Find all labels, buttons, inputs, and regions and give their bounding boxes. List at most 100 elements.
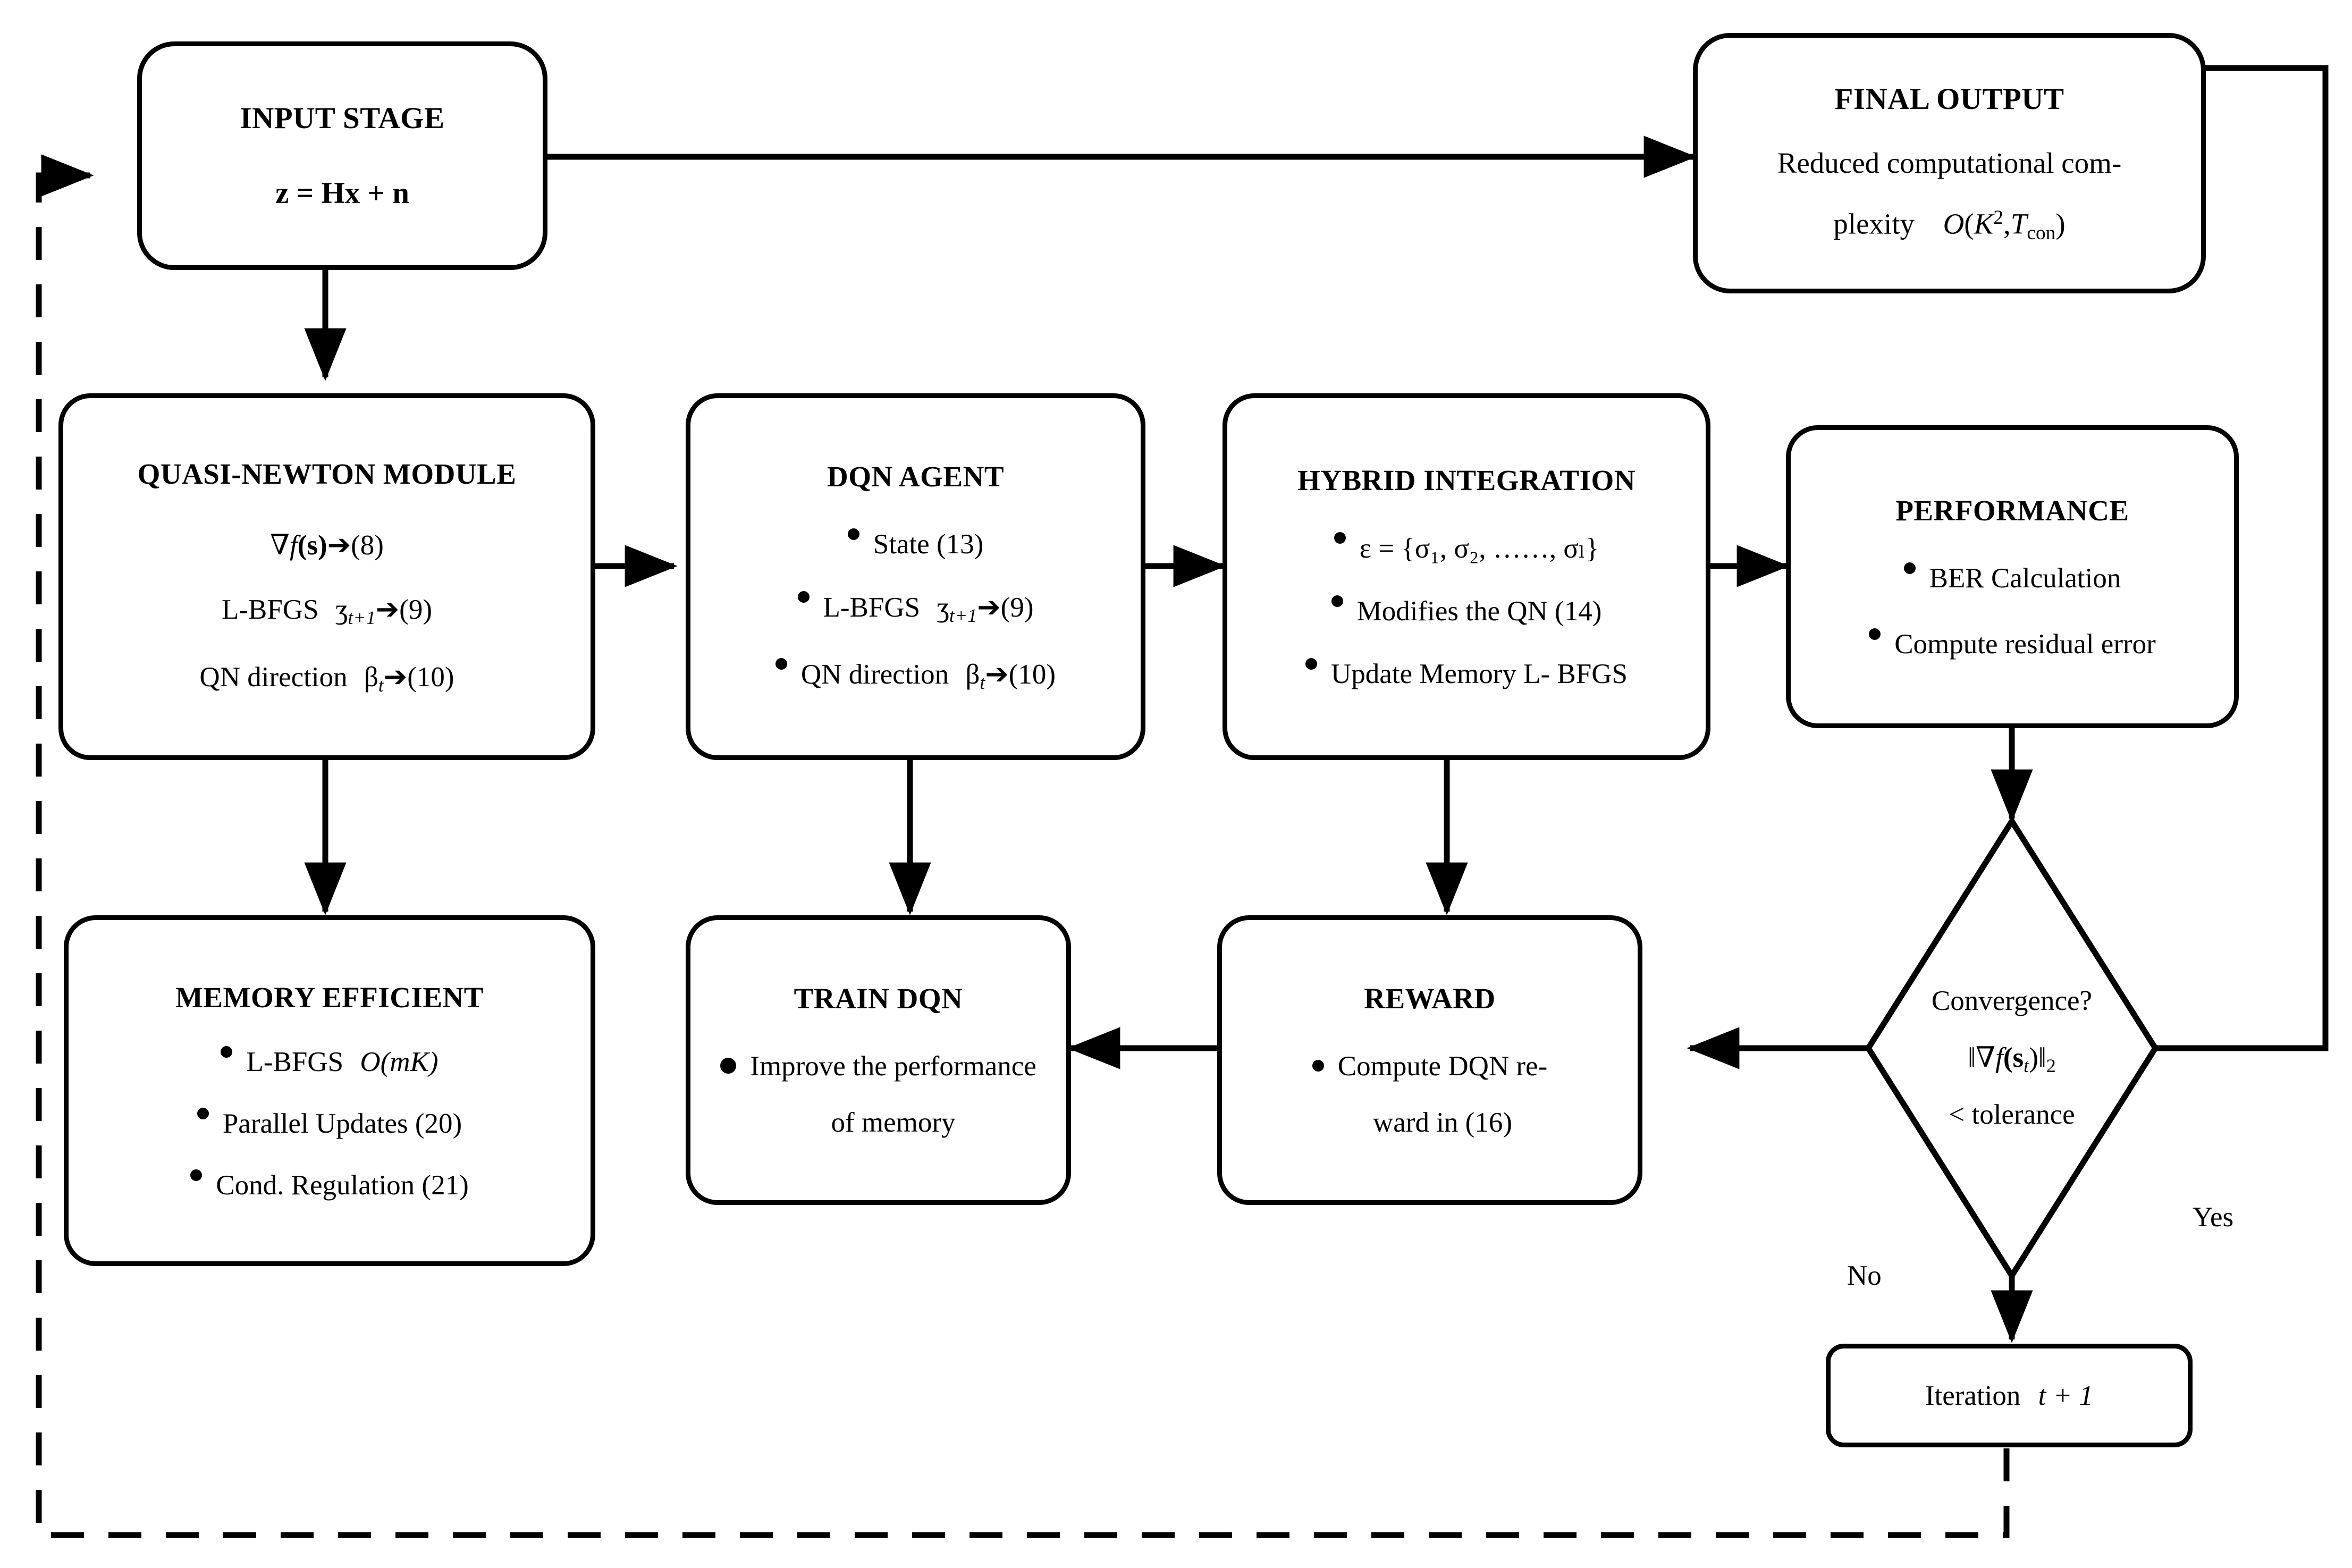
- edge-label-yes: Yes: [2193, 1202, 2234, 1233]
- bullet-icon: [1903, 562, 1916, 574]
- final-output-text-line1: Reduced computational com-: [1777, 146, 2122, 179]
- bullet-icon: [720, 1058, 737, 1074]
- t-subscript: con: [2027, 222, 2056, 245]
- k-exponent: 2: [1993, 206, 2004, 229]
- hybrid-integration-title: HYBRID INTEGRATION: [1297, 464, 1636, 496]
- parallel-updates-label: Parallel Updates (20): [222, 1108, 462, 1139]
- beta-symbol: β: [364, 662, 378, 693]
- node-dqn-agent[interactable]: DQN AGENT State (13) L-BFGS ʒt+1➔(9) QN …: [686, 393, 1145, 760]
- node-memory-efficient[interactable]: MEMORY EFFICIENT L-BFGS O(mK) Parallel U…: [64, 915, 595, 1266]
- beta-subscript: t: [378, 675, 384, 696]
- state-arg: (s: [2003, 1042, 2024, 1074]
- input-stage-title: INPUT STAGE: [240, 102, 445, 135]
- bullet-icon: [1869, 628, 1881, 640]
- beta-subscript: t: [980, 671, 985, 693]
- node-performance[interactable]: PERFORMANCE BER Calculation Compute resi…: [1786, 425, 2239, 728]
- convergence-decision-text: Convergence? ‖∇f(st)‖2 < tolerance: [1855, 946, 2169, 1169]
- ezh-symbol: ʒ: [335, 594, 348, 625]
- qn-direction-label: QN direction: [199, 662, 348, 693]
- bullet-icon: [197, 1107, 209, 1119]
- f-symbol: f: [290, 529, 298, 561]
- bullet-icon: [775, 657, 787, 670]
- thick-arrow-icon: ➔: [375, 594, 400, 625]
- quasi-newton-item-gradient: ∇f(s)➔(8): [270, 529, 384, 561]
- eq-ref: (9): [1000, 592, 1034, 623]
- node-final-output[interactable]: FINAL OUTPUT Reduced computational com- …: [1693, 33, 2206, 293]
- convergence-norm-expression: ‖∇f(st)‖2: [1968, 1041, 2056, 1077]
- beta-symbol: β: [965, 659, 980, 690]
- convergence-question: Convergence?: [1931, 985, 2093, 1017]
- train-dqn-item: Improve the performance of memory: [720, 1050, 1036, 1139]
- eq-ref: (9): [399, 594, 432, 625]
- sigma-set-expression: ɛ = {σ₁, σ₂, ……, σₗ}: [1359, 533, 1599, 564]
- norm-bar-close: ‖: [2038, 1042, 2046, 1074]
- node-reward[interactable]: REWARD Compute DQN re- ward in (16): [1217, 915, 1642, 1205]
- residual-error-label: Compute residual error: [1894, 628, 2156, 660]
- memory-item-parallel: Parallel Updates (20): [197, 1107, 462, 1140]
- performance-title: PERFORMANCE: [1895, 494, 2129, 527]
- ber-calculation-label: BER Calculation: [1929, 562, 2121, 594]
- thick-arrow-icon: ➔: [327, 529, 351, 561]
- eq-ref: (10): [1008, 659, 1056, 690]
- convergence-diamond-shape[interactable]: [1865, 815, 2159, 1282]
- lbfgs-label: L-BFGS: [222, 594, 319, 625]
- node-train-dqn[interactable]: TRAIN DQN Improve the performance of mem…: [686, 915, 1071, 1205]
- state-subscript: t: [2024, 1055, 2029, 1077]
- state-label: State (13): [873, 529, 984, 560]
- hybrid-item-set: ɛ = {σ₁, σ₂, ……, σₗ}: [1334, 532, 1599, 564]
- node-input-stage[interactable]: INPUT STAGE z = Hx + n: [137, 41, 547, 270]
- bullet-icon: [1331, 595, 1343, 607]
- memory-item-cond: Cond. Regulation (21): [190, 1169, 469, 1201]
- lbfgs-label: L-BFGS: [823, 592, 921, 623]
- bullet-icon: [190, 1169, 203, 1181]
- input-stage-equation: z = Hx + n: [275, 176, 409, 210]
- final-output-text-line2: plexity O(K2,Tcon): [1833, 206, 2066, 245]
- node-hybrid-integration[interactable]: HYBRID INTEGRATION ɛ = {σ₁, σ₂, ……, σₗ} …: [1223, 393, 1710, 760]
- node-quasi-newton-module[interactable]: QUASI-NEWTON MODULE ∇f(s)➔(8) L-BFGS ʒt+…: [58, 393, 595, 760]
- thick-arrow-icon: ➔: [383, 662, 408, 693]
- reward-line2: ward in (16): [1373, 1107, 1512, 1138]
- quasi-newton-title: QUASI-NEWTON MODULE: [137, 457, 517, 490]
- big-o-symbol: O: [360, 1046, 381, 1077]
- iteration-text: Iteration t + 1: [1925, 1380, 2093, 1412]
- edge-label-no: No: [1847, 1260, 1882, 1291]
- norm-order: 2: [2046, 1055, 2056, 1077]
- ezh-subscript: t+1: [348, 607, 376, 628]
- dqn-agent-item-lbfgs: L-BFGS ʒt+1➔(9): [797, 591, 1034, 627]
- memory-efficient-title: MEMORY EFFICIENT: [175, 981, 484, 1014]
- big-o-symbol: O: [1943, 207, 1965, 240]
- modifies-qn-label: Modifies the QN (14): [1356, 596, 1602, 627]
- nabla-symbol: ∇: [1976, 1042, 1996, 1074]
- lbfgs-label: L-BFGS: [246, 1046, 344, 1077]
- eq-ref: (10): [407, 662, 454, 693]
- reward-title: REWARD: [1364, 982, 1496, 1015]
- cond-regulation-label: Cond. Regulation (21): [216, 1169, 469, 1201]
- thick-arrow-icon: ➔: [977, 592, 1001, 623]
- nabla-symbol: ∇: [270, 529, 290, 561]
- ezh-subscript: t+1: [949, 605, 977, 627]
- bullet-icon: [1312, 1060, 1324, 1072]
- qn-direction-label: QN direction: [800, 659, 949, 690]
- train-dqn-line1: Improve the performance: [750, 1051, 1036, 1082]
- dqn-agent-title: DQN AGENT: [827, 460, 1005, 493]
- quasi-newton-item-direction: QN direction βt➔(10): [199, 661, 454, 696]
- reward-item: Compute DQN re- ward in (16): [1312, 1050, 1547, 1139]
- iteration-index: t + 1: [2038, 1380, 2094, 1411]
- node-iteration[interactable]: Iteration t + 1: [1826, 1344, 2193, 1447]
- final-output-complexity-word: plexity: [1833, 207, 1915, 240]
- bullet-icon: [797, 591, 810, 603]
- reward-line1: Compute DQN re-: [1337, 1051, 1548, 1082]
- norm-bar-open: ‖: [1968, 1042, 1976, 1074]
- performance-item-residual: Compute residual error: [1869, 628, 2156, 660]
- paren-close: ): [2029, 1042, 2038, 1074]
- k-symbol: K: [1974, 207, 1994, 240]
- iteration-label: Iteration: [1925, 1380, 2021, 1411]
- final-output-title: FINAL OUTPUT: [1834, 82, 2064, 116]
- edge-iteration-feedback-to-input: [36, 154, 2010, 1538]
- dqn-agent-item-state: State (13): [847, 528, 984, 560]
- ezh-symbol: ʒ: [937, 592, 949, 623]
- convergence-tolerance: < tolerance: [1949, 1099, 2075, 1130]
- f-symbol: f: [1995, 1042, 2003, 1074]
